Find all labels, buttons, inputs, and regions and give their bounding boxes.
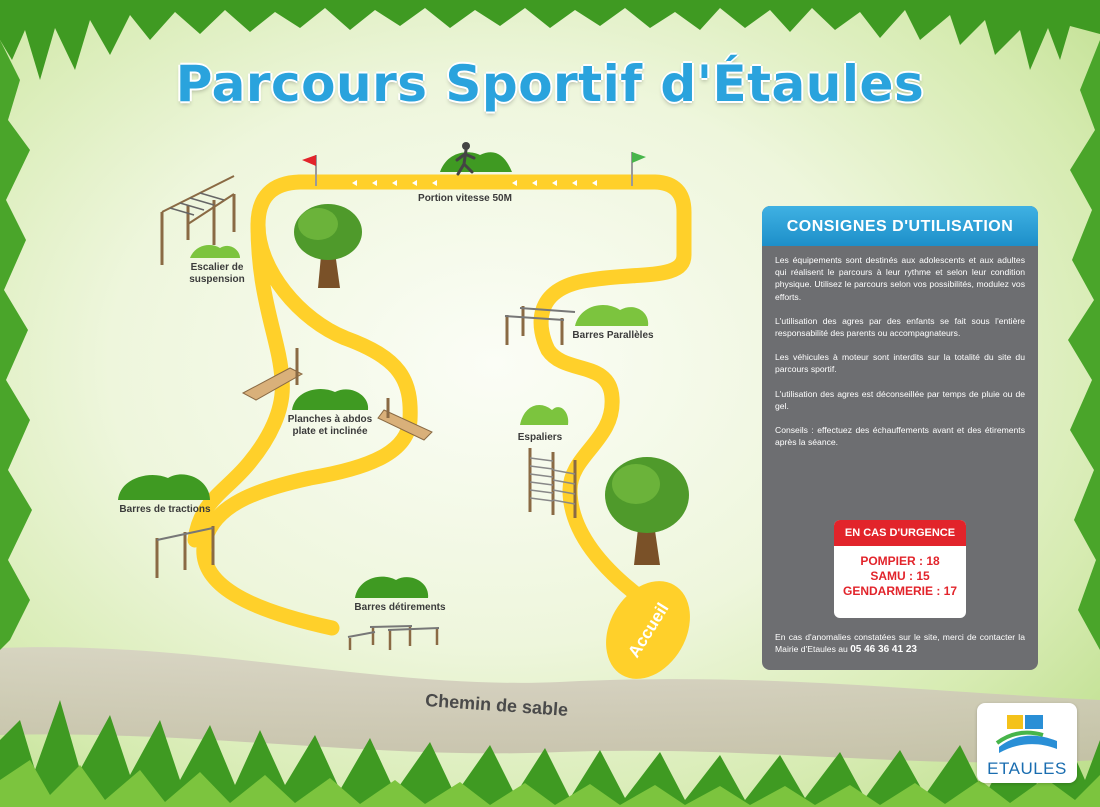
barres-paralleles-icon bbox=[504, 306, 576, 345]
consignes-title: CONSIGNES D'UTILISATION bbox=[762, 206, 1038, 246]
consignes-paragraph: Les véhicules à moteur sont interdits su… bbox=[775, 352, 1025, 375]
urgence-line: POMPIER : 18 bbox=[860, 554, 940, 568]
etaules-logo: ETAULES bbox=[977, 703, 1077, 783]
runner-icon bbox=[440, 142, 512, 176]
contact-note-text: En cas d'anomalies constatées sur le sit… bbox=[775, 632, 1025, 655]
urgence-box: EN CAS D'URGENCE POMPIER : 18 SAMU : 15 … bbox=[834, 520, 966, 618]
page-title: Parcours Sportif d'Étaules bbox=[175, 55, 925, 113]
urgence-line: GENDARMERIE : 17 bbox=[842, 584, 958, 598]
barres-etirements-icon bbox=[347, 625, 440, 650]
consignes-paragraph: Les équipements sont destinés aux adoles… bbox=[775, 255, 1025, 302]
flag-green-icon bbox=[631, 152, 646, 186]
tree-icon bbox=[294, 204, 362, 288]
contact-phone: 05 46 36 41 23 bbox=[850, 644, 917, 656]
consignes-body: Les équipements sont destinés aux adoles… bbox=[762, 246, 1038, 448]
logo-text: ETAULES bbox=[987, 759, 1067, 778]
barres-etirements-label: Barres détirements bbox=[354, 602, 446, 613]
barres-tractions-icon bbox=[155, 526, 215, 578]
planches-label-line1: Planches à abdos bbox=[287, 414, 373, 425]
barres-tractions-label: Barres de tractions bbox=[119, 504, 211, 515]
speed-markers bbox=[352, 180, 597, 186]
escalier-suspension-icon bbox=[160, 175, 236, 265]
escalier-label-line1: Escalier de bbox=[190, 262, 244, 273]
accueil-spot bbox=[606, 581, 690, 679]
barres-paralleles-label: Barres Parallèles bbox=[572, 330, 654, 341]
bush-icon bbox=[118, 245, 649, 598]
logo-emblem-icon bbox=[995, 715, 1057, 753]
espaliers-icon bbox=[528, 448, 577, 518]
portion-vitesse-label: Portion vitesse 50M bbox=[418, 193, 512, 204]
contact-note: En cas d'anomalies constatées sur le sit… bbox=[775, 631, 1025, 656]
espaliers-label: Espaliers bbox=[517, 432, 563, 443]
planches-label-line2: plate et inclinée bbox=[292, 426, 368, 437]
planche-abdos-icon bbox=[241, 348, 304, 401]
urgence-title: EN CAS D'URGENCE bbox=[834, 520, 966, 546]
urgence-line: SAMU : 15 bbox=[870, 569, 930, 583]
escalier-label-line2: suspension bbox=[189, 274, 245, 285]
planche-inclinee-icon bbox=[377, 398, 433, 441]
consignes-paragraph: Conseils : effectuez des échauffements a… bbox=[775, 425, 1025, 448]
consignes-paragraph: L'utilisation des agres par des enfants … bbox=[775, 315, 1025, 339]
consignes-panel: CONSIGNES D'UTILISATION Les équipements … bbox=[762, 206, 1038, 670]
flag-red-icon bbox=[302, 155, 317, 186]
running-track bbox=[187, 174, 692, 636]
planches-label: Planches à abdos plate et inclinée bbox=[280, 414, 380, 438]
escalier-suspension-label: Escalier de suspension bbox=[172, 262, 262, 286]
tree-icon bbox=[605, 457, 689, 565]
sand-path bbox=[0, 647, 1100, 763]
urgence-list: POMPIER : 18 SAMU : 15 GENDARMERIE : 17 bbox=[834, 546, 966, 599]
consignes-paragraph: L'utilisation des agres est déconseillée… bbox=[775, 388, 1025, 411]
